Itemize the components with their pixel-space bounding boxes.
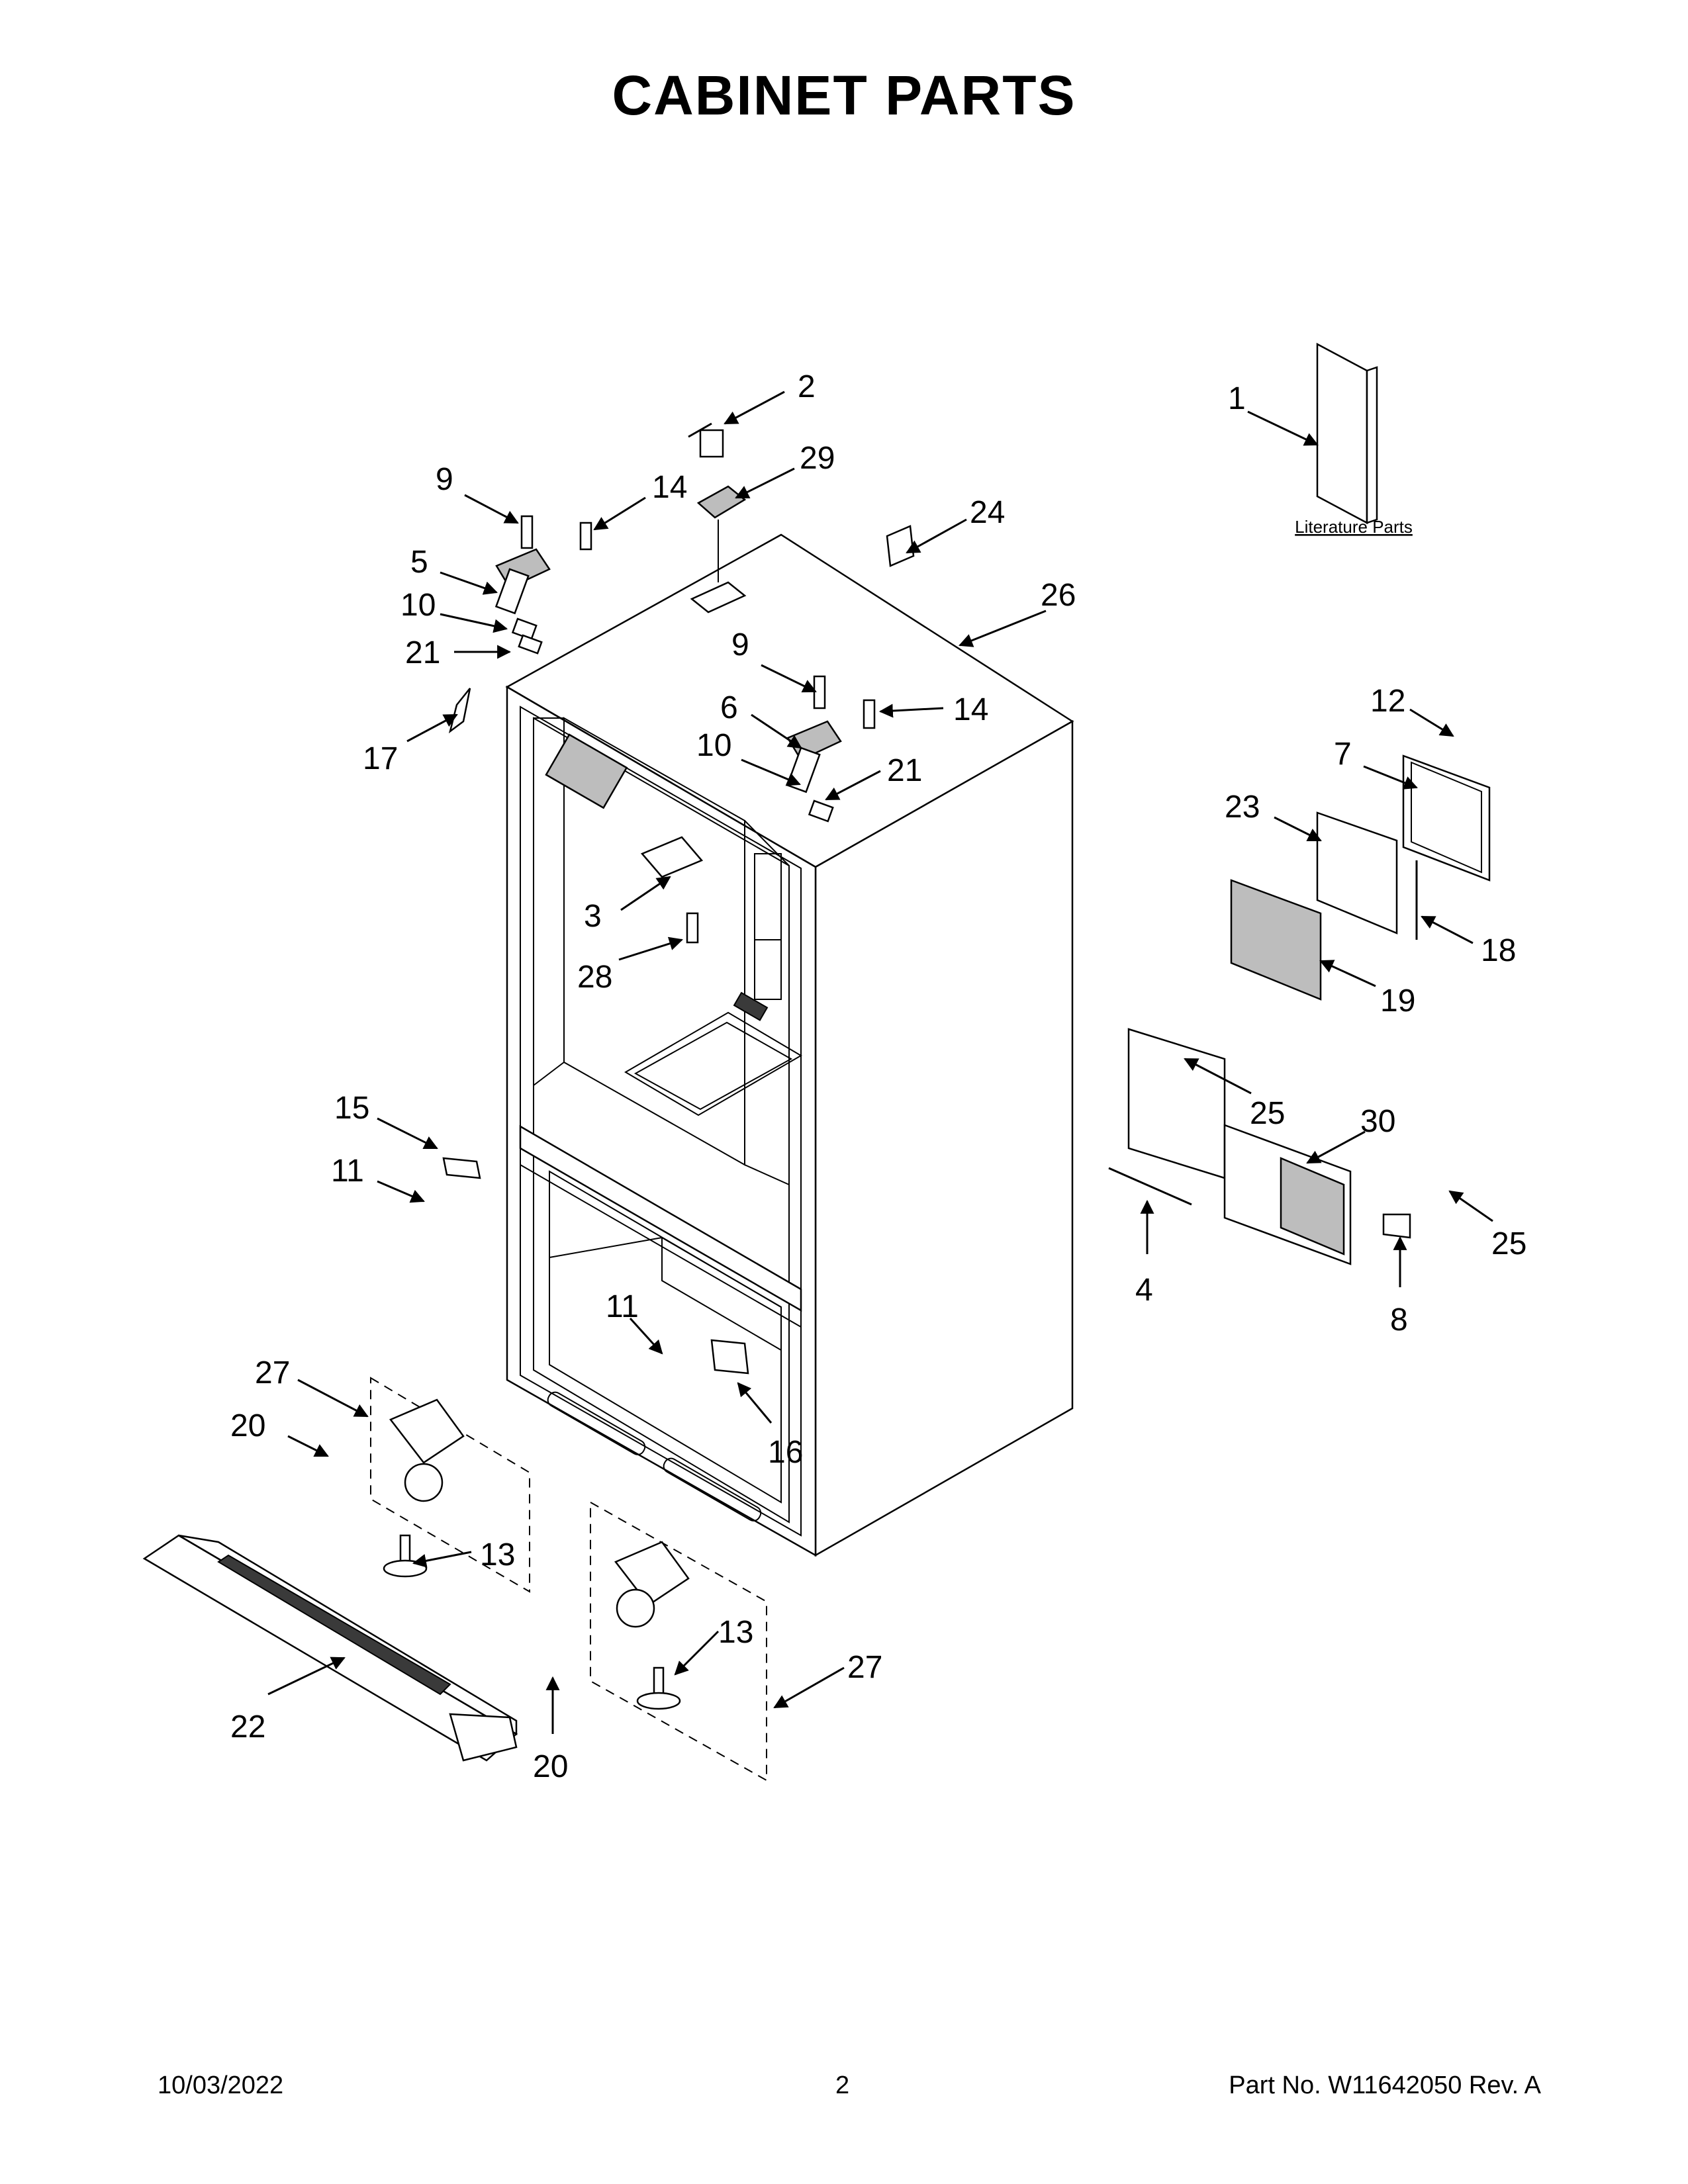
callout-11a: 11: [331, 1154, 364, 1189]
callout-13b: 13: [718, 1615, 753, 1650]
callout-27a: 27: [255, 1355, 290, 1390]
top-connector-parts: [688, 422, 915, 614]
callout-23: 23: [1225, 790, 1260, 825]
callout-labels: 1 2 3 4 5 6 7 8 9 9 10 10 11 11 12 13 13…: [230, 369, 1526, 1784]
bracket-16: [710, 1339, 749, 1375]
top-center-hinge: [786, 720, 842, 823]
left-roller-assembly: [370, 1377, 530, 1593]
callout-24: 24: [970, 495, 1005, 530]
bracket-15: [442, 1157, 481, 1179]
callout-3: 3: [584, 899, 602, 934]
callout-15: 15: [334, 1091, 369, 1126]
callout-7: 7: [1334, 737, 1352, 772]
callout-27b: 27: [847, 1650, 882, 1685]
clip-17: [448, 688, 471, 734]
callout-1: 1: [1228, 381, 1246, 416]
callout-28: 28: [577, 960, 612, 995]
footer-page-number: 2: [835, 2071, 850, 2099]
callout-21b: 21: [887, 753, 922, 788]
callout-10a: 10: [400, 588, 436, 623]
callout-20b: 20: [533, 1749, 568, 1784]
callout-6: 6: [720, 690, 738, 725]
screws: [520, 515, 876, 944]
callout-12: 12: [1370, 684, 1405, 719]
base-grille: [142, 1534, 518, 1762]
callout-14a: 14: [652, 470, 687, 505]
top-left-hinge: [494, 548, 551, 655]
callout-5: 5: [410, 545, 428, 580]
bracket-3: [640, 836, 704, 878]
callout-13a: 13: [480, 1537, 515, 1572]
callout-30: 30: [1360, 1104, 1395, 1139]
callout-26: 26: [1041, 578, 1076, 613]
callout-16: 16: [768, 1435, 803, 1470]
leader-arrows: [267, 390, 1493, 1734]
refrigerator-cabinet: [505, 533, 1074, 1557]
callout-10b: 10: [696, 728, 731, 763]
footer-date: 10/03/2022: [158, 2071, 284, 2099]
callout-25b: 25: [1491, 1226, 1526, 1261]
callout-21a: 21: [405, 635, 440, 670]
callout-9a: 9: [436, 462, 453, 497]
control-board-assembly: [1230, 754, 1491, 1001]
callout-22: 22: [230, 1709, 265, 1745]
right-roller-assembly: [590, 1501, 767, 1782]
callout-25a: 25: [1250, 1096, 1285, 1131]
callout-9b: 9: [731, 627, 749, 662]
callout-11b: 11: [606, 1289, 639, 1324]
callout-8: 8: [1390, 1302, 1408, 1338]
literature-label: Literature Parts: [1295, 517, 1413, 537]
callout-19: 19: [1380, 983, 1415, 1019]
callout-14b: 14: [953, 692, 988, 727]
callout-20a: 20: [230, 1408, 265, 1443]
callout-18: 18: [1481, 933, 1516, 968]
callout-4: 4: [1135, 1273, 1153, 1308]
footer-part-number: Part No. W11642050 Rev. A: [1229, 2071, 1541, 2099]
callout-2: 2: [798, 369, 816, 404]
callout-29: 29: [800, 441, 835, 476]
callout-17: 17: [363, 741, 398, 776]
literature-parts: Literature Parts: [1295, 342, 1413, 537]
page-title: CABINET PARTS: [612, 64, 1076, 126]
